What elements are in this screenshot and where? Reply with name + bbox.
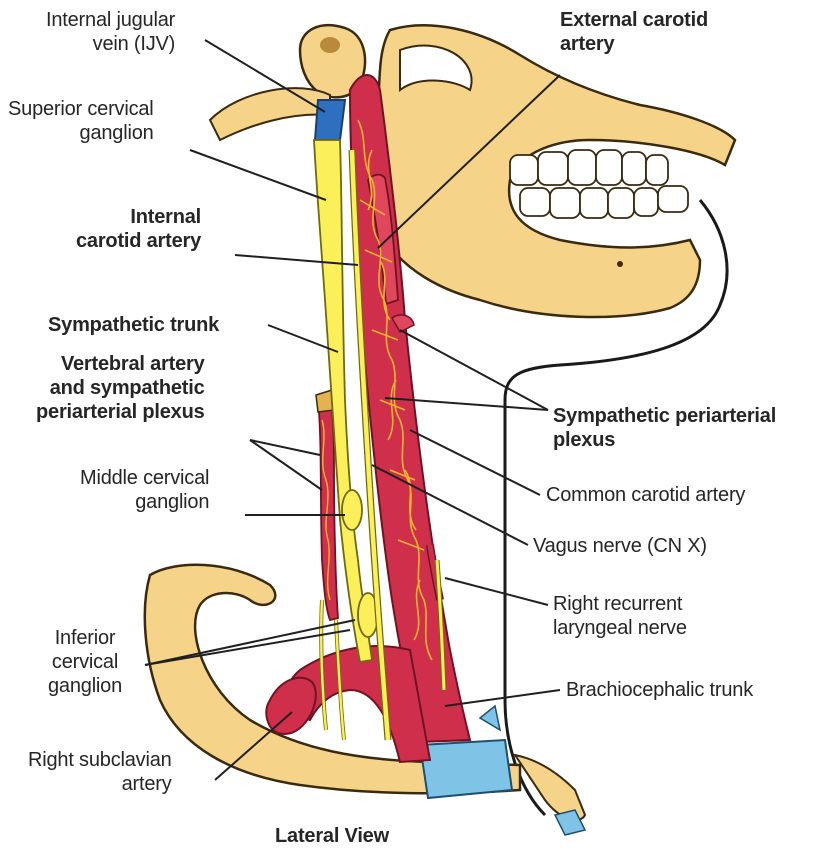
internal-jugular-vein	[315, 100, 345, 140]
cartilage-small	[480, 706, 500, 730]
view-caption: Lateral View	[275, 824, 389, 848]
middle-cervical-ganglion-shape	[342, 490, 362, 530]
label-sympathetic-trunk: Sympathetic trunk	[48, 313, 219, 337]
label-vagus-nerve: Vagus nerve (CN X)	[533, 534, 707, 558]
cartilage-band	[420, 740, 512, 798]
label-brachiocephalic-trunk: Brachiocephalic trunk	[566, 678, 753, 702]
label-common-carotid-artery: Common carotid artery	[546, 483, 745, 507]
right-subclavian-artery	[266, 678, 316, 734]
teeth	[510, 150, 688, 218]
